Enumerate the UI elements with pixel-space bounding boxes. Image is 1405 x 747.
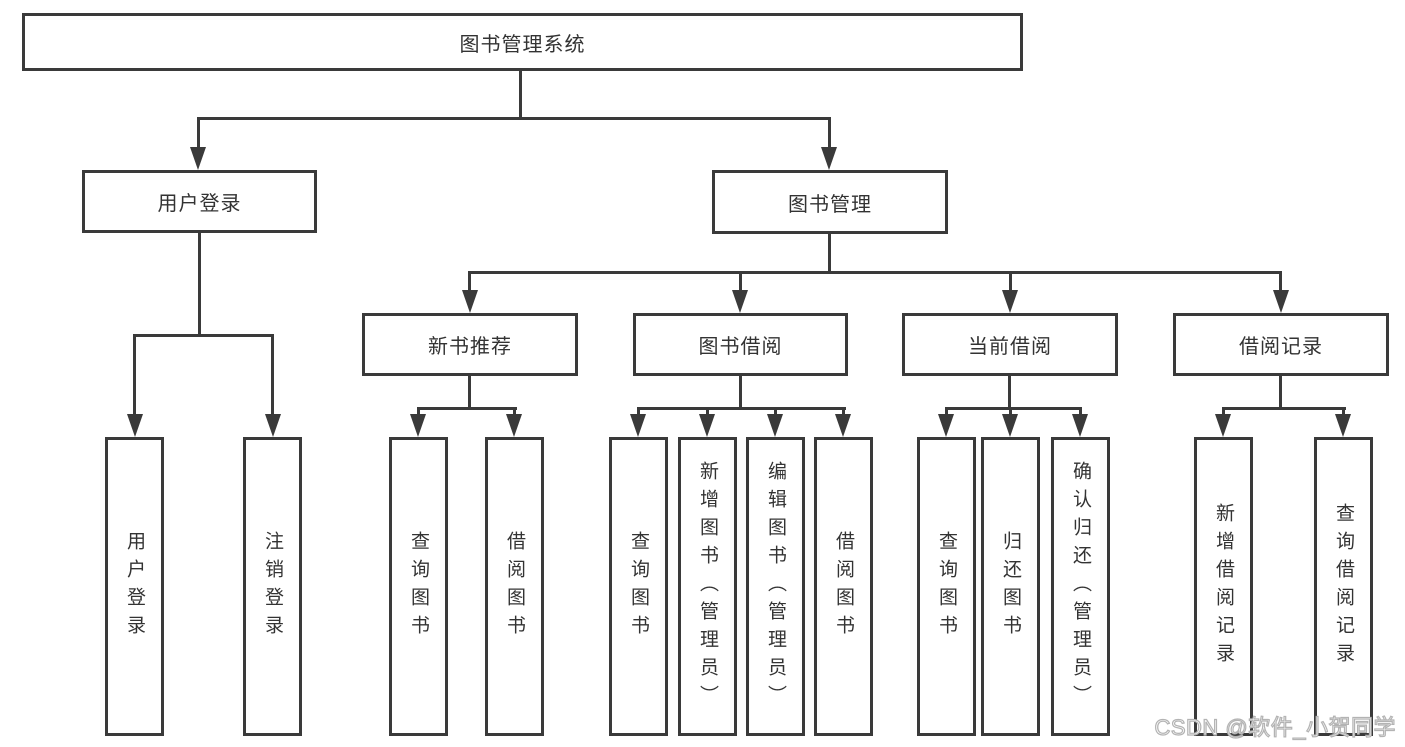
leaf-borrow-books-recommend: 借阅图书 bbox=[485, 437, 544, 736]
leaf-label: 归还图书 bbox=[1000, 530, 1021, 643]
connector-line bbox=[774, 407, 777, 418]
connector-line bbox=[519, 70, 522, 120]
leaf-label: 用户登录 bbox=[124, 530, 145, 643]
connector-line bbox=[945, 407, 948, 418]
arrowhead-down-icon bbox=[1335, 414, 1351, 437]
leaf-label: 编辑图书（管理员） bbox=[765, 460, 786, 713]
leaf-add-borrow-record: 新增借阅记录 bbox=[1194, 437, 1253, 736]
leaf-query-books-current: 查询图书 bbox=[917, 437, 976, 736]
box-root: 图书管理系统 bbox=[22, 13, 1023, 71]
arrowhead-down-icon bbox=[462, 290, 478, 313]
connector-line bbox=[739, 271, 742, 293]
connector-line bbox=[468, 375, 471, 410]
connector-line bbox=[1222, 407, 1225, 418]
leaf-label: 新增图书（管理员） bbox=[697, 460, 718, 713]
connector-line bbox=[1009, 407, 1012, 418]
box-book-management: 图书管理 bbox=[712, 170, 948, 234]
leaf-query-books-borrowing: 查询图书 bbox=[609, 437, 668, 736]
arrowhead-down-icon bbox=[265, 414, 281, 437]
arrowhead-down-icon bbox=[835, 414, 851, 437]
leaf-logout: 注销登录 bbox=[243, 437, 302, 736]
connector-line bbox=[133, 334, 274, 337]
connector-line bbox=[197, 117, 200, 150]
arrowhead-down-icon bbox=[821, 147, 837, 170]
arrowhead-down-icon bbox=[410, 414, 426, 437]
connector-line bbox=[468, 271, 1282, 274]
connector-line bbox=[1342, 407, 1345, 418]
connector-line bbox=[1279, 375, 1282, 410]
leaf-query-books-recommend: 查询图书 bbox=[389, 437, 448, 736]
connector-line bbox=[417, 407, 517, 410]
arrowhead-down-icon bbox=[732, 290, 748, 313]
arrowhead-down-icon bbox=[1273, 290, 1289, 313]
connector-line bbox=[198, 232, 201, 337]
connector-line bbox=[637, 407, 846, 410]
arrowhead-down-icon bbox=[506, 414, 522, 437]
arrowhead-down-icon bbox=[767, 414, 783, 437]
connector-line bbox=[1009, 271, 1012, 293]
box-borrowing-records: 借阅记录 bbox=[1173, 313, 1389, 376]
arrowhead-down-icon bbox=[1072, 414, 1088, 437]
leaf-label: 借阅图书 bbox=[504, 530, 525, 643]
connector-line bbox=[133, 334, 136, 417]
csdn-watermark: CSDN @软件_小贺同学 bbox=[1154, 714, 1396, 740]
connector-line bbox=[417, 407, 420, 418]
box-book-borrowing: 图书借阅 bbox=[633, 313, 848, 376]
leaf-label: 查询图书 bbox=[936, 530, 957, 643]
leaf-confirm-return-admin: 确认归还（管理员） bbox=[1051, 437, 1110, 736]
arrowhead-down-icon bbox=[938, 414, 954, 437]
box-user-login: 用户登录 bbox=[82, 170, 317, 233]
connector-line bbox=[828, 117, 831, 150]
arrowhead-down-icon bbox=[1215, 414, 1231, 437]
leaf-label: 查询借阅记录 bbox=[1333, 502, 1354, 671]
box-new-book-recommendation: 新书推荐 bbox=[362, 313, 578, 376]
leaf-label: 注销登录 bbox=[262, 530, 283, 643]
connector-line bbox=[842, 407, 845, 418]
leaf-label: 新增借阅记录 bbox=[1213, 502, 1234, 671]
leaf-borrow-books-borrowing: 借阅图书 bbox=[814, 437, 873, 736]
connector-line bbox=[468, 271, 471, 293]
connector-line bbox=[271, 334, 274, 417]
arrowhead-down-icon bbox=[127, 414, 143, 437]
leaf-label: 查询图书 bbox=[628, 530, 649, 643]
leaf-label: 确认归还（管理员） bbox=[1070, 460, 1091, 713]
connector-line bbox=[828, 233, 831, 274]
connector-line bbox=[1222, 407, 1346, 410]
connector-line bbox=[1279, 271, 1282, 293]
arrowhead-down-icon bbox=[699, 414, 715, 437]
box-current-borrowing: 当前借阅 bbox=[902, 313, 1118, 376]
arrowhead-down-icon bbox=[1002, 290, 1018, 313]
leaf-query-borrow-record: 查询借阅记录 bbox=[1314, 437, 1373, 736]
leaf-add-book-admin: 新增图书（管理员） bbox=[678, 437, 737, 736]
arrowhead-down-icon bbox=[190, 147, 206, 170]
arrowhead-down-icon bbox=[630, 414, 646, 437]
leaf-user-login: 用户登录 bbox=[105, 437, 164, 736]
leaf-label: 查询图书 bbox=[408, 530, 429, 643]
connector-line bbox=[197, 117, 831, 120]
leaf-label: 借阅图书 bbox=[833, 530, 854, 643]
leaf-return-books: 归还图书 bbox=[981, 437, 1040, 736]
connector-line bbox=[1079, 407, 1082, 418]
leaf-edit-book-admin: 编辑图书（管理员） bbox=[746, 437, 805, 736]
connector-line bbox=[945, 407, 1082, 410]
connector-line bbox=[637, 407, 640, 418]
connector-line bbox=[706, 407, 709, 418]
connector-line bbox=[1008, 375, 1011, 410]
arrowhead-down-icon bbox=[1002, 414, 1018, 437]
connector-line bbox=[513, 407, 516, 418]
connector-line bbox=[739, 375, 742, 410]
